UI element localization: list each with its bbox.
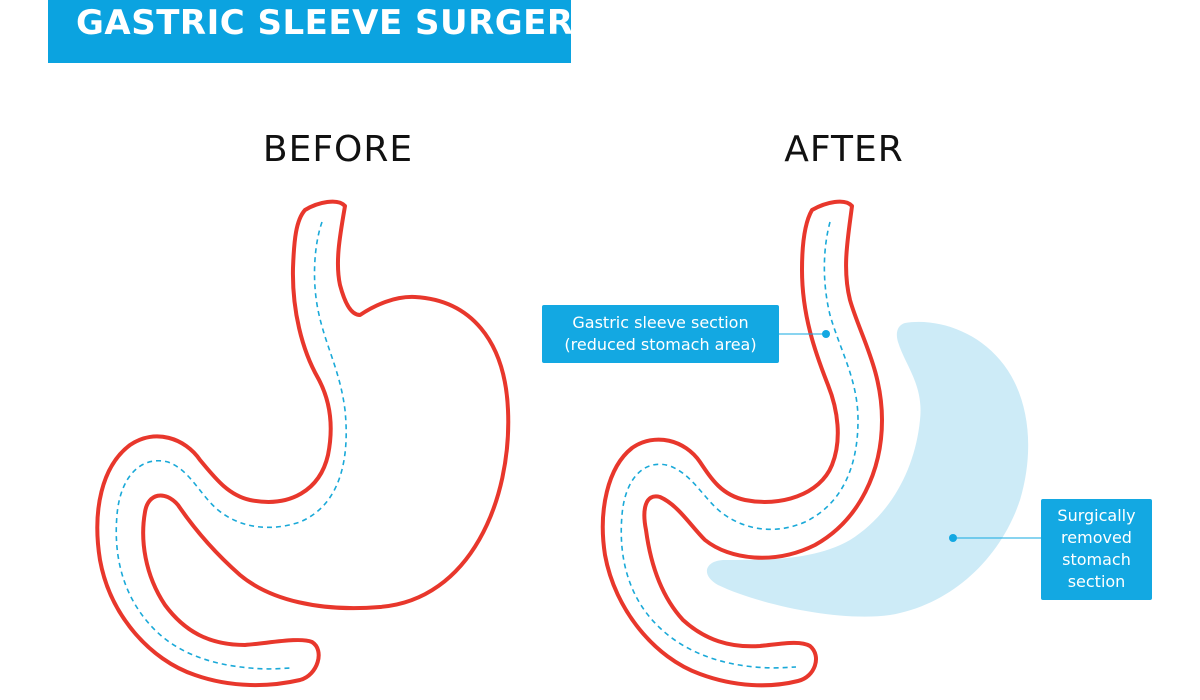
removed-callout-line-3: stomach [1062, 550, 1131, 569]
removed-stomach-section [706, 321, 1029, 617]
after-stomach-outline [600, 199, 884, 688]
sleeve-callout-leader [779, 330, 830, 338]
removed-callout-line-4: section [1067, 572, 1126, 591]
removed-callout-line-2: removed [1061, 528, 1132, 547]
after-stomach-sleeve [600, 199, 884, 688]
before-stomach [95, 199, 511, 688]
sleeve-section-callout: Gastric sleeve section (reduced stomach … [542, 305, 779, 363]
before-heading: BEFORE [262, 129, 414, 170]
sleeve-callout-line-2: (reduced stomach area) [564, 335, 757, 354]
before-stomach-dashed-line [115, 221, 347, 670]
removed-callout-line-1: Surgically [1057, 506, 1136, 525]
sleeve-callout-line-1: Gastric sleeve section [572, 313, 749, 332]
title-banner: GASTRIC SLEEVE SURGERY [48, 0, 596, 63]
removed-section-callout: Surgically removed stomach section [1041, 499, 1152, 600]
removed-callout-leader [949, 534, 1041, 542]
after-stomach-dashed-line [620, 221, 859, 669]
before-stomach-outline [95, 199, 511, 688]
after-heading: AFTER [784, 129, 904, 170]
